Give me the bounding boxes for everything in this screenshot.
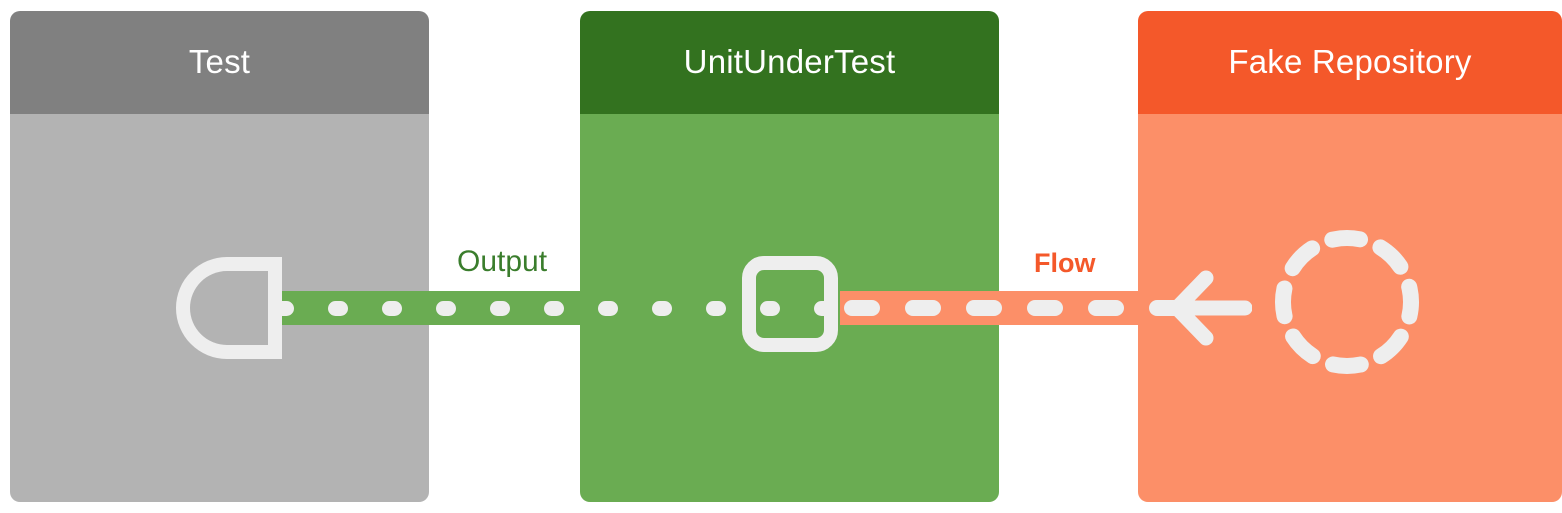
connector-dash	[1088, 300, 1124, 316]
connector-dot	[490, 300, 510, 316]
connector-flow-band	[840, 291, 1185, 325]
panel-test-title: Test	[188, 43, 251, 80]
socket-cap	[268, 257, 282, 359]
connector-flow-dashes	[840, 291, 1185, 325]
connector-dash	[844, 300, 880, 316]
connector-dot	[706, 300, 726, 316]
connector-dot	[382, 300, 402, 316]
connector-dot	[544, 300, 564, 316]
panel-fake-repository-title: Fake Repository	[1228, 43, 1472, 80]
panel-unit-under-test-title: UnitUnderTest	[683, 43, 896, 80]
required-interface-socket-icon	[176, 257, 282, 359]
connector-dot	[760, 300, 780, 316]
arrow-left-icon	[1169, 270, 1252, 346]
connector-flow-label: Flow	[1028, 248, 1102, 279]
panel-test-header: Test	[10, 11, 429, 114]
connector-dot	[328, 300, 348, 316]
connector-dot	[652, 300, 672, 316]
provided-interface-circle-icon	[1275, 230, 1419, 374]
panel-fake-repository-header: Fake Repository	[1138, 11, 1562, 114]
panel-unit-under-test-header: UnitUnderTest	[580, 11, 999, 114]
connector-output-label: Output	[451, 245, 554, 279]
connector-dash	[966, 300, 1002, 316]
port-square-icon	[742, 256, 838, 352]
connector-dot	[598, 300, 618, 316]
connector-dot	[436, 300, 456, 316]
connector-dash	[905, 300, 941, 316]
connector-dash	[1027, 300, 1063, 316]
